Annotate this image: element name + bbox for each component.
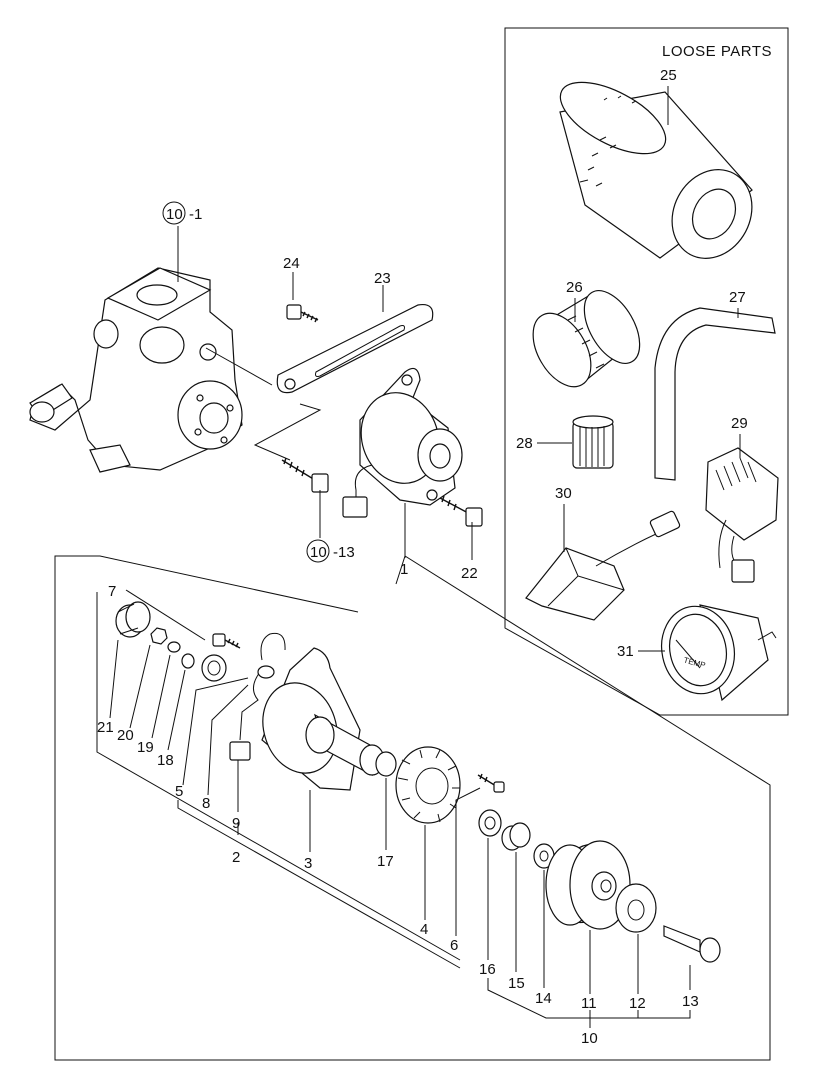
label-14: 14 xyxy=(535,990,552,1007)
label-30: 30 xyxy=(555,485,572,502)
bolt-24 xyxy=(286,304,319,323)
part-7-screw xyxy=(212,633,241,649)
label-9: 9 xyxy=(232,815,240,832)
label-28: 28 xyxy=(516,435,533,452)
part-9-wire-harness xyxy=(229,632,286,761)
callout-10-1-number: 10 xyxy=(166,206,183,223)
loose-parts-panel xyxy=(504,27,789,716)
label-25: 25 xyxy=(660,67,677,84)
alternator-bracket xyxy=(276,303,434,394)
label-1: 1 xyxy=(400,561,408,578)
label-12: 12 xyxy=(629,995,646,1012)
part-4-stator xyxy=(395,746,461,824)
part-19-washer xyxy=(167,641,181,653)
oil-filter xyxy=(532,290,641,388)
label-5: 5 xyxy=(175,783,183,800)
label-22: 22 xyxy=(461,565,478,582)
label-29: 29 xyxy=(731,415,748,432)
voltage-regulator xyxy=(705,447,779,583)
label-21: 21 xyxy=(97,719,114,736)
loose-parts-title: LOOSE PARTS xyxy=(662,43,772,60)
bolt-22 xyxy=(439,495,483,527)
part-6-screw xyxy=(477,773,505,793)
part-11-pulley xyxy=(545,840,631,930)
air-cleaner-element xyxy=(559,81,753,259)
temperature-gauge: TEMP xyxy=(661,604,777,702)
label-2: 2 xyxy=(232,849,240,866)
label-20: 20 xyxy=(117,727,134,744)
part-20-nut xyxy=(150,627,168,645)
alternator xyxy=(342,367,463,518)
label-24: 24 xyxy=(283,255,300,272)
callout-10-1-suffix: -1 xyxy=(189,206,202,223)
label-27: 27 xyxy=(729,289,746,306)
label-19: 19 xyxy=(137,739,154,756)
label-6: 6 xyxy=(450,937,458,954)
part-15-collar xyxy=(501,822,531,851)
part-17-spacer xyxy=(375,751,397,777)
part-12-washer xyxy=(615,883,657,933)
label-4: 4 xyxy=(420,921,428,938)
label-16: 16 xyxy=(479,961,496,978)
bolt-10-13 xyxy=(281,457,329,493)
fuel-filter-element xyxy=(572,415,614,469)
label-26: 26 xyxy=(566,279,583,296)
label-31: 31 xyxy=(617,643,634,660)
part-21-cap xyxy=(115,601,151,638)
label-7: 7 xyxy=(108,583,116,600)
label-17: 17 xyxy=(377,853,394,870)
water-pump xyxy=(29,267,243,473)
callout-10-13-suffix: -13 xyxy=(333,544,355,561)
label-13: 13 xyxy=(682,993,699,1010)
glow-timer xyxy=(525,510,681,621)
label-3: 3 xyxy=(304,855,312,872)
label-10: 10 xyxy=(581,1030,598,1047)
fan-belt xyxy=(654,307,776,481)
label-15: 15 xyxy=(508,975,525,992)
label-8: 8 xyxy=(202,795,210,812)
part-18-washer xyxy=(181,653,195,669)
exploded-view-panel xyxy=(54,555,771,1061)
part-13-bolt xyxy=(663,925,721,963)
label-11: 11 xyxy=(581,995,597,1012)
callout-10-13-number: 10 xyxy=(310,544,327,561)
part-14-washer xyxy=(533,843,555,869)
label-23: 23 xyxy=(374,270,391,287)
label-18: 18 xyxy=(157,752,174,769)
part-3-housing xyxy=(261,647,385,791)
part-16-bearing xyxy=(478,809,502,837)
part-5-bearing xyxy=(201,654,227,682)
